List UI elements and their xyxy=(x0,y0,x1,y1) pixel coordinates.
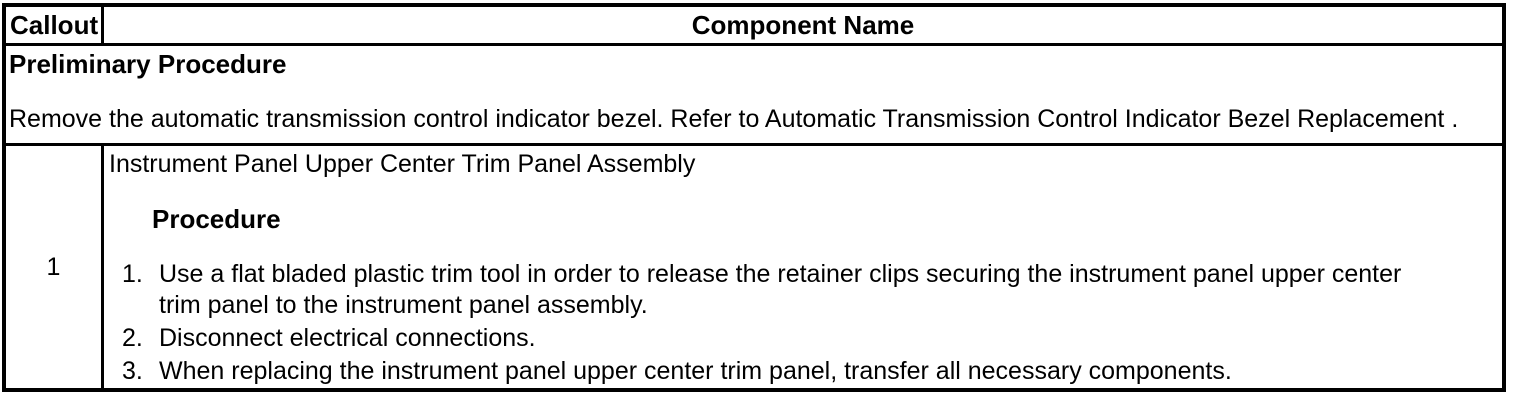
preliminary-procedure-title: Preliminary Procedure xyxy=(9,49,287,79)
procedure-step: When replacing the instrument panel uppe… xyxy=(122,356,1232,387)
procedure-step: Disconnect electrical connections. xyxy=(122,323,536,354)
component-callout-table: Callout Component Name Preliminary Proce… xyxy=(2,3,1506,392)
procedure-step: Use a flat bladed plastic trim tool in o… xyxy=(122,259,1402,319)
component-cell: Instrument Panel Upper Center Trim Panel… xyxy=(104,146,1502,388)
procedure-steps-list: Use a flat bladed plastic trim tool in o… xyxy=(109,259,1494,387)
table-row: 1 Instrument Panel Upper Center Trim Pan… xyxy=(6,146,1502,388)
table-header-row: Callout Component Name xyxy=(6,7,1502,46)
preliminary-procedure-row: Preliminary Procedure Remove the automat… xyxy=(6,46,1502,146)
preliminary-procedure-instruction: Remove the automatic transmission contro… xyxy=(9,105,1459,133)
callout-column-header: Callout xyxy=(6,7,104,43)
component-name: Instrument Panel Upper Center Trim Panel… xyxy=(109,150,696,178)
component-name-column-header: Component Name xyxy=(691,10,915,40)
procedure-heading: Procedure xyxy=(152,204,281,234)
callout-number: 1 xyxy=(6,146,104,388)
